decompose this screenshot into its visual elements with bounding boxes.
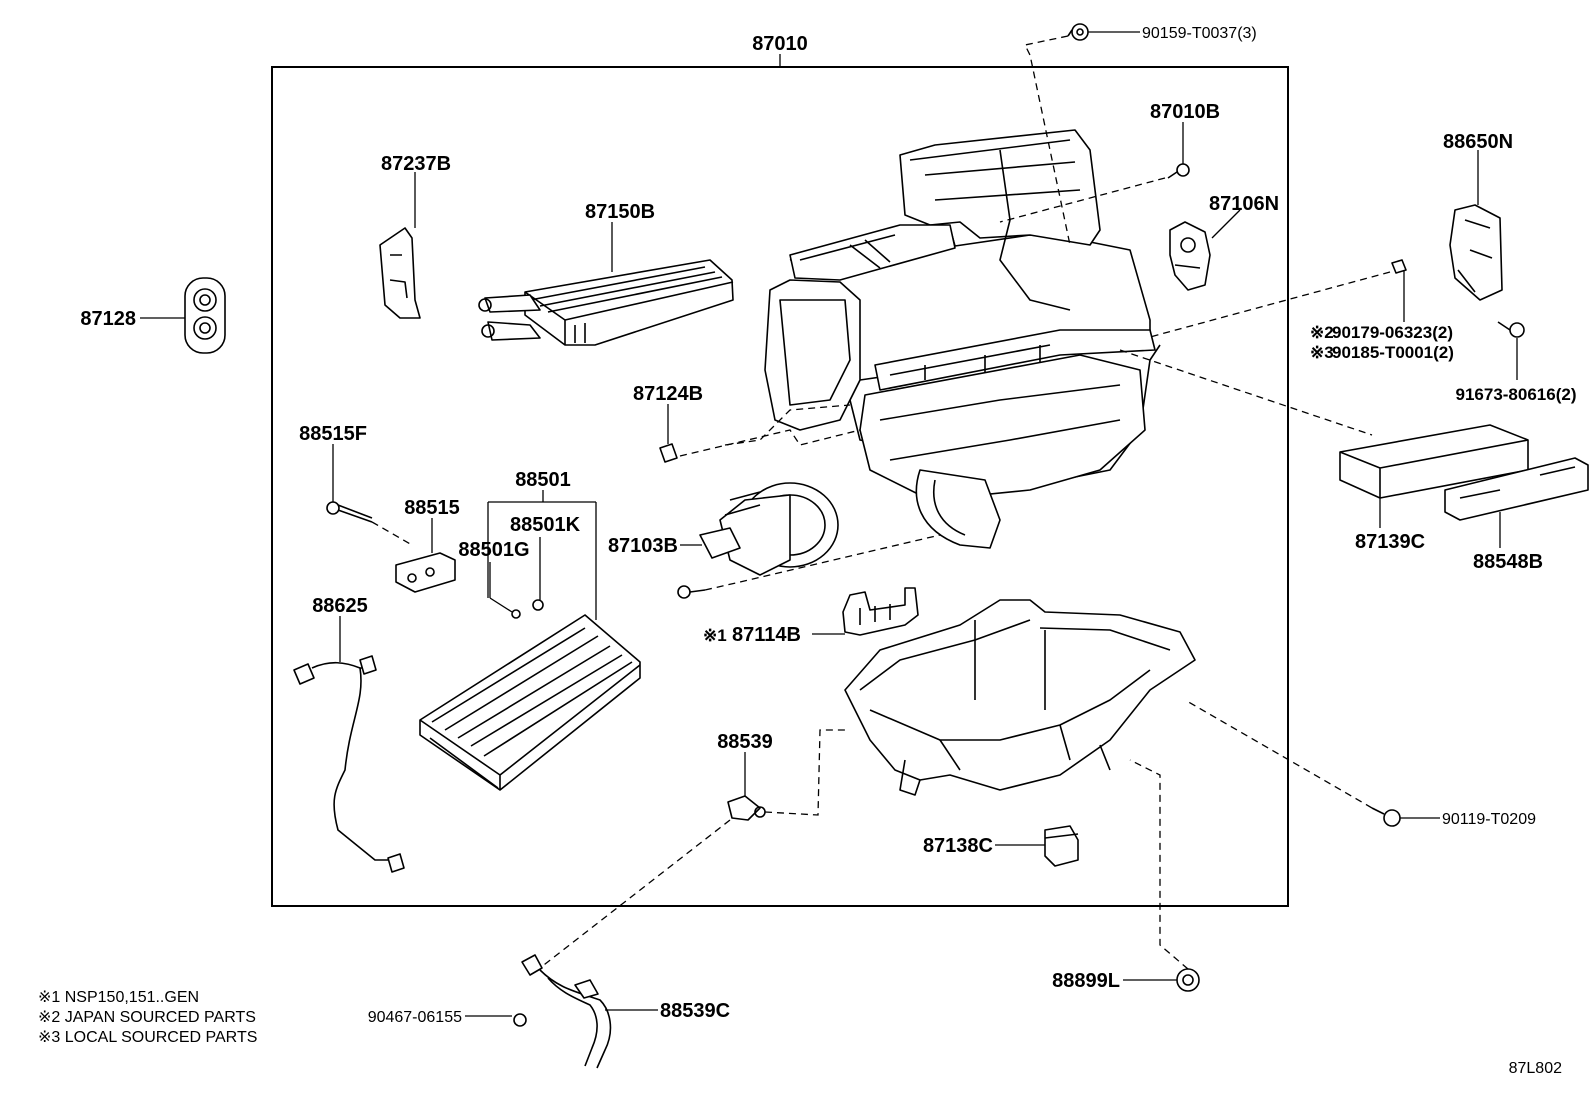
label-88515F[interactable]: 88515F	[299, 423, 367, 445]
note-1: ※1 NSP150,151..GEN	[38, 989, 199, 1006]
label-87114B[interactable]: 87114B	[732, 624, 801, 646]
part-88539-sensor[interactable]	[727, 795, 766, 821]
part-88501K-o-ring[interactable]	[532, 599, 544, 611]
label-87128[interactable]: 87128	[80, 308, 136, 330]
part-87103B-screw[interactable]	[677, 585, 706, 599]
ref-mark-1: ※1	[703, 626, 727, 645]
label-87106N[interactable]: 87106N	[1209, 193, 1279, 215]
label-87010B[interactable]: 87010B	[1150, 101, 1220, 123]
part-90119-screw[interactable]	[1371, 807, 1401, 827]
part-87128-grommet[interactable]	[184, 277, 226, 354]
label-87138C[interactable]: 87138C	[923, 835, 993, 857]
label-88625[interactable]: 88625	[312, 595, 368, 617]
ref-mark-3: ※3	[1310, 343, 1334, 362]
part-87010B-screw[interactable]	[1167, 163, 1190, 179]
hvac-lower-case	[844, 599, 1196, 796]
part-90467-clip[interactable]	[513, 1013, 527, 1027]
part-87124B-clip[interactable]	[659, 443, 678, 463]
part-88539C-hose[interactable]	[521, 954, 612, 1069]
label-88501[interactable]: 88501	[515, 469, 571, 491]
label-90467[interactable]: 90467-06155	[368, 1009, 462, 1026]
note-2: ※2 JAPAN SOURCED PARTS	[38, 1009, 256, 1026]
label-88539[interactable]: 88539	[717, 731, 773, 753]
part-88899L-clip[interactable]	[1176, 968, 1200, 992]
part-87103B-blower-motor[interactable]	[699, 482, 839, 576]
label-87150B[interactable]: 87150B	[585, 201, 655, 223]
label-91673[interactable]: 91673-80616(2)	[1456, 385, 1577, 404]
part-88501-evaporator[interactable]	[419, 614, 641, 791]
label-87010[interactable]: 87010	[752, 33, 808, 55]
part-88515F-screw[interactable]	[326, 501, 373, 523]
label-88539C[interactable]: 88539C	[660, 1000, 730, 1022]
part-87138C-sensor[interactable]	[1044, 825, 1079, 867]
label-88501G[interactable]: 88501G	[458, 539, 529, 561]
part-88501G-o-ring[interactable]	[511, 609, 521, 619]
label-90119[interactable]: 90119-T0209	[1442, 811, 1536, 828]
part-88515-thermistor[interactable]	[395, 552, 456, 593]
hvac-unit-housing	[764, 129, 1161, 549]
label-87237B[interactable]: 87237B	[381, 153, 451, 175]
label-88548B[interactable]: 88548B	[1473, 551, 1543, 573]
part-87237B-bracket[interactable]	[379, 227, 421, 319]
part-90179-clip[interactable]	[1391, 259, 1407, 274]
note-3: ※3 LOCAL SOURCED PARTS	[38, 1029, 257, 1046]
part-87106N-servo-motor[interactable]	[1169, 221, 1211, 291]
label-87103B[interactable]: 87103B	[608, 535, 678, 557]
label-88515[interactable]: 88515	[404, 497, 460, 519]
part-88625-wire-harness[interactable]	[293, 655, 405, 873]
part-87150B-heater-core[interactable]	[478, 259, 734, 346]
label-88650N[interactable]: 88650N	[1443, 131, 1513, 153]
ref-mark-2: ※2	[1310, 323, 1334, 342]
part-90159-clip[interactable]	[1067, 23, 1089, 41]
part-91673-screw[interactable]	[1497, 321, 1525, 338]
part-88650N-bracket[interactable]	[1449, 204, 1503, 301]
label-88501K[interactable]: 88501K	[510, 514, 581, 536]
part-87114B-bracket[interactable]	[842, 587, 919, 636]
part-88548B-filter-cover[interactable]	[1444, 457, 1589, 521]
illustration-code: 87L802	[1509, 1060, 1562, 1077]
label-90185[interactable]: 90185-T0001(2)	[1332, 343, 1454, 362]
label-90179[interactable]: 90179-06323(2)	[1332, 323, 1453, 342]
label-87139C[interactable]: 87139C	[1355, 531, 1425, 553]
label-88899L[interactable]: 88899L	[1052, 970, 1120, 992]
label-90159[interactable]: 90159-T0037(3)	[1142, 25, 1257, 42]
label-87124B[interactable]: 87124B	[633, 383, 703, 405]
